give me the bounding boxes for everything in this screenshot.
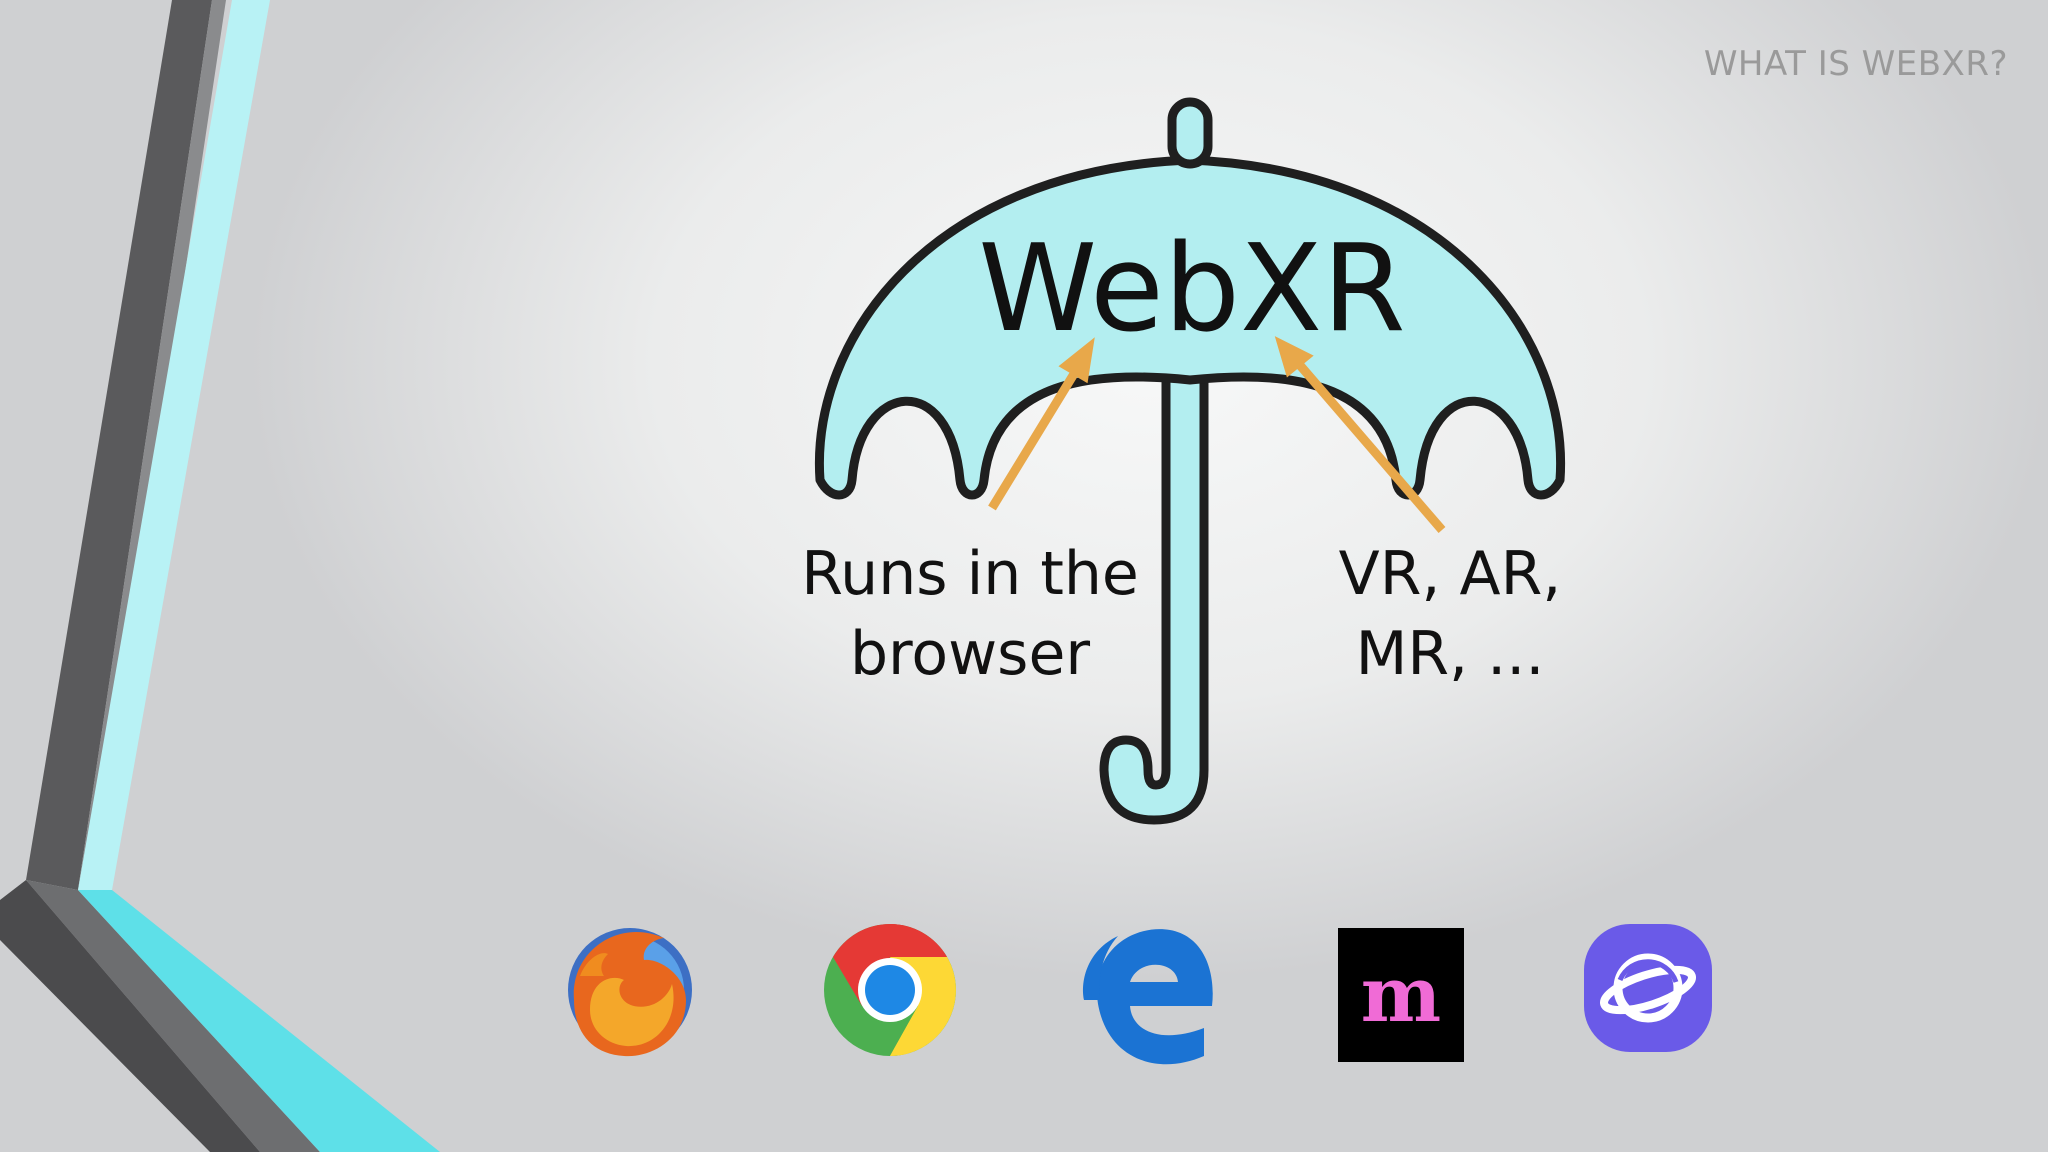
light-cyan-stripe bbox=[78, 0, 270, 890]
umbrella-handle bbox=[1099, 365, 1209, 825]
label-left-line2: browser bbox=[849, 619, 1091, 689]
label-right-line1: VR, AR, bbox=[1338, 539, 1562, 609]
supermedium-letter: m bbox=[1360, 950, 1442, 1039]
cyan-lower-stripe bbox=[78, 890, 440, 1152]
chrome-icon bbox=[824, 924, 956, 1056]
darker-lower-stripe bbox=[0, 880, 260, 1152]
label-vr-ar-mr: VR, AR, MR, ... bbox=[1290, 534, 1610, 694]
dark-lower-stripe bbox=[26, 880, 320, 1152]
slide-title: WHAT IS WEBXR? bbox=[1703, 44, 2008, 84]
umbrella-tip bbox=[1167, 97, 1213, 169]
samsung-internet-icon bbox=[1584, 924, 1712, 1052]
firefox-icon bbox=[568, 928, 692, 1057]
umbrella-title: WebXR bbox=[978, 220, 1405, 359]
arrow-right bbox=[1274, 336, 1446, 533]
gray-stripe bbox=[78, 0, 226, 892]
dark-stripe bbox=[26, 0, 212, 890]
edge-icon bbox=[1083, 929, 1213, 1065]
umbrella-canopy bbox=[814, 155, 1566, 500]
label-right-line2: MR, ... bbox=[1355, 619, 1545, 689]
browser-logos: m bbox=[0, 920, 2048, 1070]
arrow-left bbox=[988, 337, 1095, 511]
label-left-line1: Runs in the bbox=[801, 539, 1139, 609]
supermedium-icon: m bbox=[1338, 928, 1464, 1062]
label-runs-in-browser: Runs in the browser bbox=[790, 534, 1150, 694]
umbrella-illustration: WebXR bbox=[814, 97, 1566, 825]
